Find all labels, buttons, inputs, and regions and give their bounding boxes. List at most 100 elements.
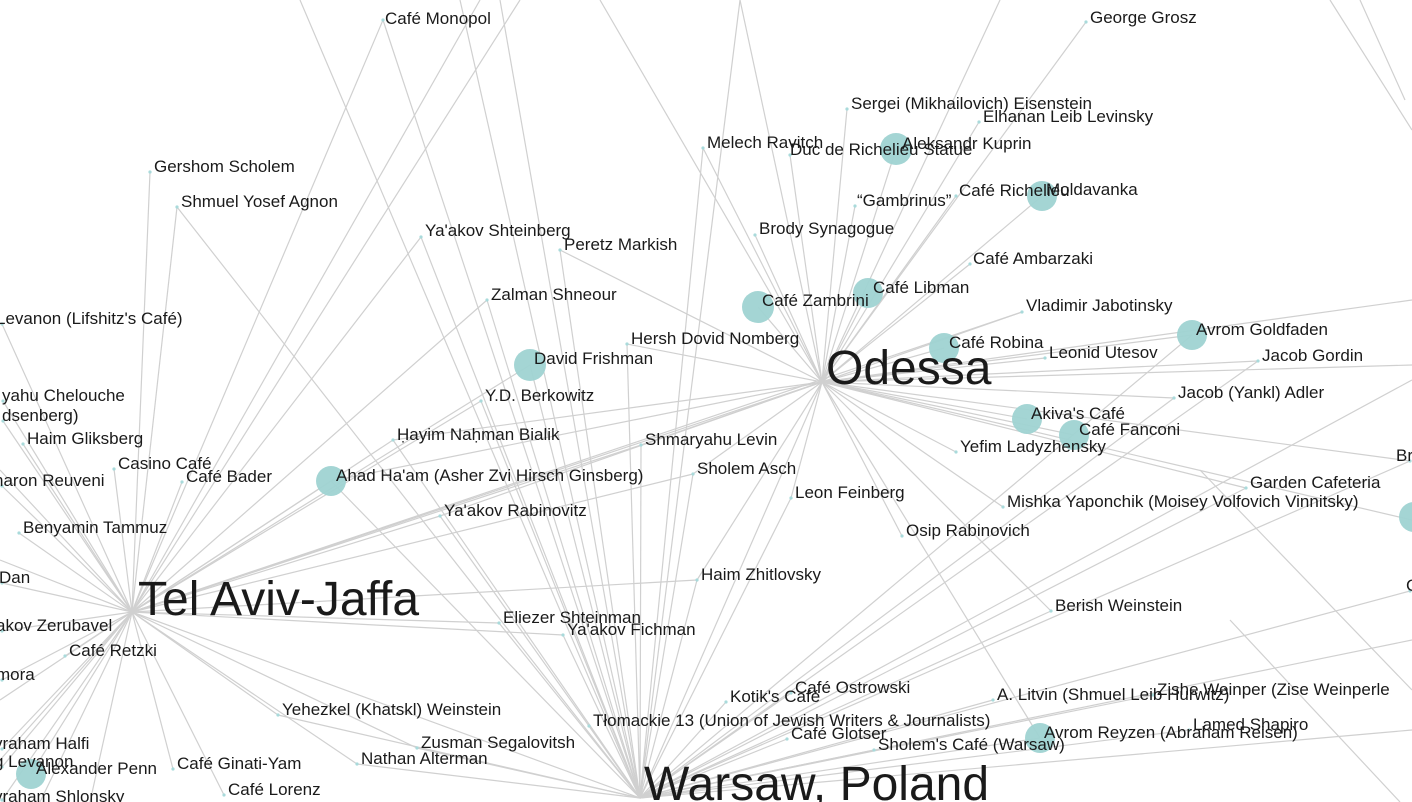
graph-node[interactable] xyxy=(1256,359,1260,363)
node-label[interactable]: Alexander Penn xyxy=(36,759,157,778)
graph-node[interactable] xyxy=(276,713,280,717)
graph-node[interactable] xyxy=(0,322,4,326)
node-label[interactable]: Lamed Shapiro xyxy=(1193,715,1308,734)
graph-node[interactable] xyxy=(381,18,385,22)
graph-node[interactable] xyxy=(845,107,849,111)
node-label[interactable]: Br xyxy=(1396,446,1412,465)
graph-node[interactable] xyxy=(788,153,792,157)
hub-label-odessa[interactable]: Odessa xyxy=(826,342,992,395)
graph-node[interactable] xyxy=(789,691,793,695)
node-label[interactable]: “Gambrinus” xyxy=(857,191,952,210)
graph-node[interactable] xyxy=(16,759,46,789)
node-label[interactable]: Yehezkel (Khatskl) Weinstein xyxy=(282,700,501,719)
graph-node[interactable] xyxy=(1244,486,1248,490)
node-label[interactable]: Café Zambrini xyxy=(762,291,869,310)
node-label[interactable]: Nathan Alterman xyxy=(361,749,488,768)
node-label[interactable]: Brody Synagogue xyxy=(759,219,894,238)
node-label[interactable]: Benyamin Tammuz xyxy=(23,518,167,537)
node-label[interactable]: Vladimir Jabotinsky xyxy=(1026,296,1173,315)
node-label[interactable]: Mishka Yaponchik (Moisey Volfovich Vinni… xyxy=(1007,492,1359,511)
graph-node[interactable] xyxy=(497,621,501,625)
node-label[interactable]: Café Glotser xyxy=(791,724,887,743)
graph-node[interactable] xyxy=(1399,502,1412,532)
graph-node[interactable] xyxy=(415,746,419,750)
graph-node[interactable] xyxy=(514,349,546,381)
hub-label-tel-aviv[interactable]: Tel Aviv-Jaffa xyxy=(138,573,419,626)
graph-node[interactable] xyxy=(21,442,25,446)
node-label[interactable]: Ahad Ha'am (Asher Zvi Hirsch Ginsberg) xyxy=(336,466,643,485)
graph-node[interactable] xyxy=(785,737,789,741)
node-label[interactable]: Tłomackie 13 (Union of Jewish Writers & … xyxy=(593,711,990,730)
graph-node[interactable] xyxy=(1027,181,1057,211)
node-label[interactable]: Gershom Scholem xyxy=(154,157,295,176)
graph-node[interactable] xyxy=(419,235,423,239)
graph-node[interactable] xyxy=(63,654,67,658)
graph-node[interactable] xyxy=(853,278,883,308)
graph-node[interactable] xyxy=(222,793,226,797)
graph-node[interactable] xyxy=(695,578,699,582)
node-label[interactable]: David Frishman xyxy=(534,349,653,368)
node-label[interactable]: Moldavanka xyxy=(1046,180,1138,199)
graph-node[interactable] xyxy=(872,748,876,752)
graph-node[interactable] xyxy=(724,700,728,704)
graph-node[interactable] xyxy=(691,472,695,476)
node-label[interactable]: vraham Shlonsky xyxy=(0,787,125,802)
graph-node[interactable] xyxy=(1177,320,1207,350)
node-label[interactable]: Café Monopol xyxy=(385,9,491,28)
node-label[interactable]: Café Retzki xyxy=(69,641,157,660)
graph-node[interactable] xyxy=(1043,356,1047,360)
graph-node[interactable] xyxy=(0,629,4,633)
node-label[interactable]: Café Robina xyxy=(949,333,1044,352)
graph-node[interactable] xyxy=(0,798,4,802)
graph-node[interactable] xyxy=(112,467,116,471)
graph-node[interactable] xyxy=(1,399,5,403)
node-label[interactable]: Dan xyxy=(0,568,30,587)
node-label[interactable]: Avrom Goldfaden xyxy=(1196,320,1328,339)
node-label[interactable]: Levanon (Lifshitz's Café) xyxy=(0,309,183,328)
graph-node[interactable] xyxy=(316,466,346,496)
graph-node[interactable] xyxy=(1084,20,1088,24)
graph-node[interactable] xyxy=(968,262,972,266)
node-label[interactable]: Jacob (Yankl) Adler xyxy=(1178,383,1324,402)
node-label[interactable]: C xyxy=(1406,576,1412,595)
node-label[interactable]: Haim Zhitlovsky xyxy=(701,565,821,584)
node-label[interactable]: Ḥayim Naḥman Bialik xyxy=(397,425,560,444)
graph-node[interactable] xyxy=(639,443,643,447)
graph-node[interactable] xyxy=(880,133,912,165)
node-label[interactable]: yahu Chelouche xyxy=(2,386,125,405)
node-label[interactable]: Shmuel Yosef Agnon xyxy=(181,192,338,211)
graph-node[interactable] xyxy=(558,248,562,252)
node-label[interactable]: Ya'akov Rabinovitz xyxy=(444,501,587,520)
graph-node[interactable] xyxy=(1151,693,1155,697)
node-label[interactable]: Shmaryahu Levin xyxy=(645,430,777,449)
node-label[interactable]: Hersh Dovid Nomberg xyxy=(631,329,799,348)
node-label[interactable]: Akiva's Café xyxy=(1031,404,1125,423)
graph-node[interactable] xyxy=(1,419,5,423)
node-label[interactable]: Eliezer Shteinman xyxy=(503,608,641,627)
graph-node[interactable] xyxy=(977,120,981,124)
graph-node[interactable] xyxy=(1408,459,1412,463)
node-label[interactable]: Ya'akov Shteinberg xyxy=(425,221,571,240)
node-label[interactable]: akov Zerubavel xyxy=(0,616,112,635)
node-label[interactable]: mora xyxy=(0,665,35,684)
graph-node[interactable] xyxy=(1059,420,1089,450)
graph-node[interactable] xyxy=(0,484,4,488)
graph-node[interactable] xyxy=(701,146,705,150)
node-label[interactable]: Y.D. Berkowitz xyxy=(485,386,594,405)
node-label[interactable]: g Levanon xyxy=(0,752,73,771)
node-label[interactable]: Café Ostrowski xyxy=(795,678,910,697)
node-label[interactable]: Peretz Markish xyxy=(564,235,677,254)
graph-node[interactable] xyxy=(355,762,359,766)
graph-node[interactable] xyxy=(625,342,629,346)
node-label[interactable]: Osip Rabinovich xyxy=(906,521,1030,540)
graph-node[interactable] xyxy=(789,496,793,500)
graph-node[interactable] xyxy=(0,765,4,769)
graph-node[interactable] xyxy=(180,480,184,484)
graph-node[interactable] xyxy=(1187,728,1191,732)
graph-node[interactable] xyxy=(0,678,4,682)
node-label[interactable]: Leonid Utesov xyxy=(1049,343,1158,362)
node-label[interactable]: Sholem Asch xyxy=(697,459,796,478)
graph-node[interactable] xyxy=(485,298,489,302)
graph-node[interactable] xyxy=(853,204,857,208)
graph-node[interactable] xyxy=(991,698,995,702)
